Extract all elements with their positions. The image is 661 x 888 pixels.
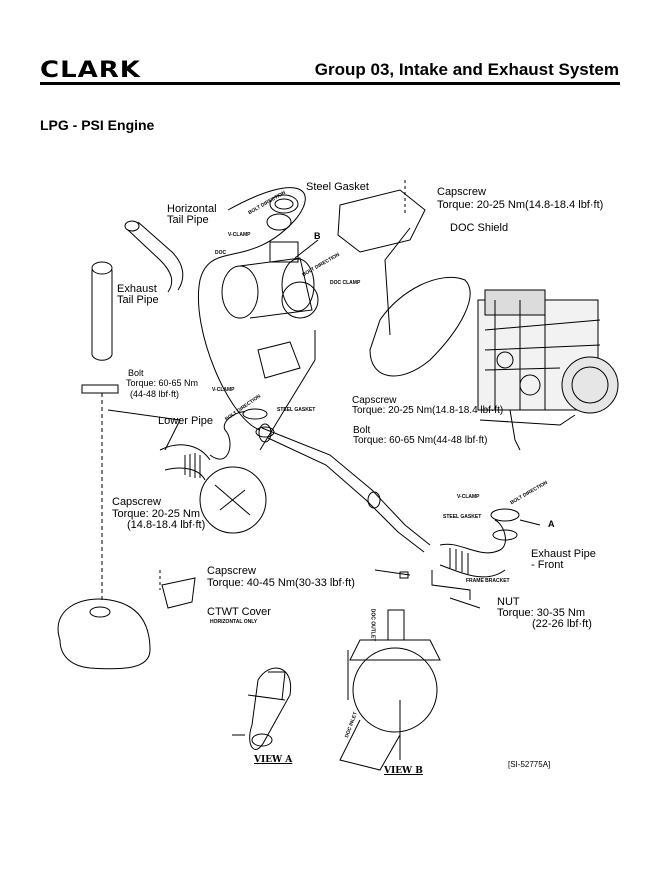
- steel-gasket-small-label-left: STEEL GASKET: [277, 407, 316, 413]
- engine-detail-loop: [369, 276, 471, 377]
- bolt-left-torque-1: Torque: 60-65 Nm: [126, 378, 199, 388]
- view-a-label: VIEW A: [254, 755, 293, 765]
- view-b-label: VIEW B: [384, 766, 423, 776]
- capscrew-left-label: Capscrew: [112, 496, 161, 508]
- v-clamp-label-right: V-CLAMP: [457, 494, 480, 500]
- exhaust-tail-pipe-label-2: Tail Pipe: [117, 294, 159, 306]
- page-title: Group 03, Intake and Exhaust System: [314, 60, 619, 79]
- v-clamp-label-top: V-CLAMP: [228, 232, 251, 238]
- nut-torque-1: Torque: 30-35 Nm: [497, 607, 586, 619]
- bolt-mid-label: Bolt: [353, 425, 371, 436]
- capscrew-mid-label: Capscrew: [352, 395, 397, 406]
- view-b-drawing: [339, 609, 441, 771]
- lower-pipe: [159, 444, 211, 481]
- bolt-mid-torque: Torque: 60-65 Nm(44-48 lbf·ft): [353, 435, 488, 446]
- horizontal-tail-pipe-label-2: Tail Pipe: [167, 214, 209, 226]
- ctwt-cover-label: CTWT Cover: [207, 606, 271, 618]
- doc-canister: [221, 241, 319, 319]
- capscrew-doc-torque: Torque: 20-25 Nm(14.8-18.4 lbf·ft): [437, 199, 604, 211]
- capscrew-left-torque-2: (14.8-18.4 lbf·ft): [127, 519, 206, 531]
- exhaust-pipe-main: [261, 427, 431, 553]
- clark-logo: CLARK: [40, 57, 141, 83]
- bolt-left-torque-2: (44-48 lbf·ft): [130, 389, 180, 399]
- frame-bracket: [431, 570, 471, 600]
- steel-gasket-ring: [269, 194, 299, 214]
- doc-clamp-label: DOC CLAMP: [330, 280, 361, 286]
- exhaust-pipe-front-label-2: - Front: [531, 559, 564, 571]
- bolt-left-label: Bolt: [128, 368, 144, 378]
- v-clamp-label-left: V-CLAMP: [212, 387, 235, 393]
- capscrew-doc-label: Capscrew: [437, 186, 486, 198]
- engine-block: [477, 289, 619, 451]
- lower-pipe-label: Lower Pipe: [158, 415, 214, 427]
- lower-pipe-detail-circle: [199, 466, 267, 534]
- ctwt-cover: [161, 577, 196, 609]
- marker-b: B: [314, 231, 321, 241]
- nut-label: NUT: [497, 596, 520, 608]
- view-a-drawing: [232, 667, 292, 750]
- horizontal-tail-pipe: [127, 221, 184, 293]
- nut-torque-2: (22-26 lbf·ft): [532, 618, 592, 630]
- frame-bracket-label: FRAME BRACKET: [466, 578, 510, 584]
- doc-shield-label: DOC Shield: [450, 222, 509, 234]
- doc-shield: [337, 189, 426, 253]
- capscrew-left-torque-1: Torque: 20-25 Nm: [112, 508, 201, 520]
- doc-loop-outline: [198, 187, 306, 431]
- exhaust-tail-pipe: [91, 270, 113, 355]
- horizontal-tail-pipe-label-1: Horizontal: [167, 203, 217, 215]
- exhaust-tail-pipe-label-1: Exhaust: [117, 283, 157, 295]
- horizontal-only-note: HORIZONTAL ONLY: [210, 619, 258, 625]
- steel-gasket-small-label-right: STEEL GASKET: [443, 514, 482, 520]
- exhaust-pipe-front: [439, 519, 506, 578]
- exhaust-pipe-front-label-1: Exhaust Pipe: [531, 548, 596, 560]
- capscrew-mid-torque: Torque: 20-25 Nm(14.8-18.4 lbf·ft): [352, 405, 504, 416]
- reference-number: [SI-52775A]: [508, 760, 551, 769]
- capscrew-ctwt-label: Capscrew: [207, 565, 256, 577]
- doc-label: DOC: [215, 250, 227, 256]
- doc-bracket: [257, 341, 301, 379]
- steel-gasket-label: Steel Gasket: [306, 181, 369, 193]
- header-rule: [40, 82, 620, 85]
- marker-a: A: [548, 519, 555, 529]
- page-subtitle: LPG - PSI Engine: [40, 117, 155, 133]
- doc-outlet-label: DOC OUTLET: [369, 608, 376, 642]
- counterweight-outline: [57, 598, 151, 670]
- capscrew-ctwt-torque: Torque: 40-45 Nm(30-33 lbf·ft): [207, 577, 355, 589]
